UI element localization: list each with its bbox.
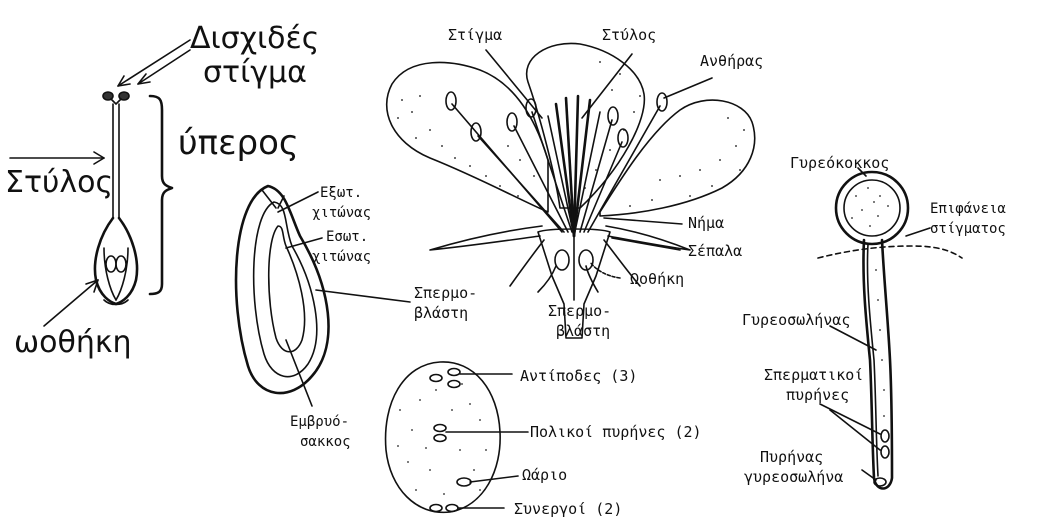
inner-integument-label-l2: χιτώνας [312,249,371,265]
inner-integument-label-l1: Εσωτ. [326,229,368,245]
outer-integument-label: Εξωτ. χιτώνας [312,185,371,221]
pollen-tube-label: Γυρεοσωλήνας [742,311,850,329]
ovule-label-middle: Σπερμο- βλάστη [414,284,486,322]
flower-sepal-label: Σέπαλα [688,242,742,260]
polar-nuclei-label: Πολικοί πυρήνες (2) [530,423,702,441]
flower-anther-label: Ανθήρας [700,52,763,70]
flower-ovary-label: Ωοθήκη [630,270,684,288]
egg-label: Ωάριο [522,466,567,484]
ovule-label-middle-l2: βλάστη [414,304,468,322]
stigma-label-line2: στίγμα [203,55,307,90]
synergids-label: Συνεργοί (2) [514,500,622,518]
outer-integument-label-l2: χιτώνας [312,205,371,221]
embryo-sac-label-l1: Εμβρυό- [290,414,349,430]
flower-filament-label: Νήμα [688,214,724,232]
ovule-label-middle-l1: Σπερμο- [414,284,477,302]
tube-nucleus-l2: γυρεοσωλήνα [744,468,843,486]
embryo-sac-label: Εμβρυό- σακκος [290,414,357,450]
flower-ovule-right-l2: βλάστη [556,322,610,340]
ovary-label: ωοθήκη [14,325,132,360]
sperm-nuclei-l1: Σπερματικοί [764,366,863,384]
antipodals-label: Αντίποδες (3) [520,367,637,385]
stigma-surface-l1: Επιφάνεια [930,201,1006,217]
outer-integument-label-l1: Εξωτ. [320,185,362,201]
style-label: Στύλος [5,165,113,200]
tube-nucleus-l1: Πυρήνας [760,448,823,466]
inner-integument-label: Εσωτ. χιτώνας [312,229,377,265]
stigma-label-line1: Δισχιδές [190,21,319,56]
tube-nucleus-label: Πυρήνας γυρεοσωλήνα [744,448,843,486]
pollen-grain-label: Γυρεόκοκκος [790,154,889,172]
flower-style-label: Στύλος [602,26,656,44]
stigma-surface-label: Επιφάνεια στίγματος [930,201,1014,237]
embryo-sac-drawing [386,362,528,512]
embryo-sac-label-l2: σακκος [300,434,351,450]
stigma-surface-l2: στίγματος [930,221,1006,237]
flower-ovule-right-label: Σπερμο- βλάστη [548,302,620,340]
sperm-nuclei-label: Σπερματικοί πυρήνες [764,366,872,404]
flower-stigma-label: Στίγμα [448,26,502,44]
flower-ovule-right-l1: Σπερμο- [548,302,611,320]
sperm-nuclei-l2: πυρήνες [786,386,849,404]
pistil-label: ύπερος [178,123,299,163]
